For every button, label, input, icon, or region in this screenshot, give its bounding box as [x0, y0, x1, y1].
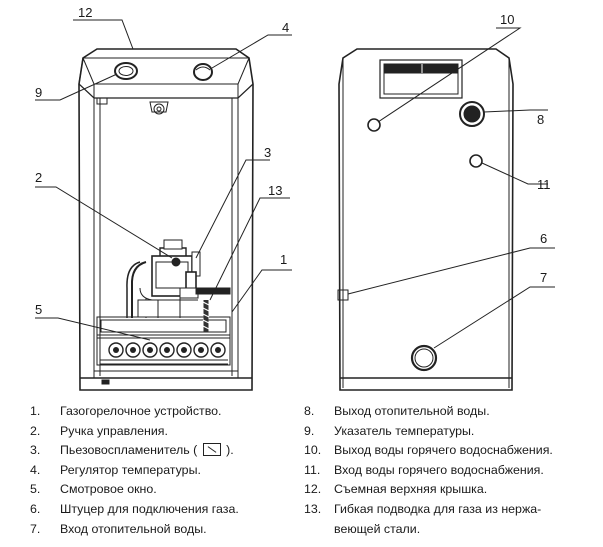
callout-3: 3 — [264, 145, 271, 160]
piezo-button-icon — [202, 443, 221, 457]
legend-text: Съемная верхняя крышка. — [334, 482, 488, 497]
legend-item-3: 3. Пьезовоспламенитель ( ). — [30, 441, 300, 461]
legend-item-2: 2. Ручка управления. — [30, 422, 300, 442]
legend-num: 1. — [30, 404, 41, 418]
legend-text: Вход воды горячего водоснабжения. — [334, 462, 544, 477]
legend-item-1: 1. Газогорелочное устройство. — [30, 402, 300, 422]
legend-text-after: ). — [226, 443, 234, 458]
callout-12: 12 — [78, 5, 92, 20]
legend-text: Пьезовоспламенитель ( — [60, 443, 198, 458]
callout-2: 2 — [35, 170, 42, 185]
legend-item-4: 4. Регулятор температуры. — [30, 461, 300, 481]
back-view — [337, 48, 514, 391]
callout-6: 6 — [540, 231, 547, 246]
legend-text: Выход воды горячего водоснабжения. — [334, 443, 553, 458]
legend-item-5: 5. Смотровое окно. — [30, 480, 300, 500]
legend-text: Штуцер для подключения газа. — [60, 501, 239, 516]
legend-text: Гибкая подводка для газа из нержа- — [334, 501, 542, 516]
legend-text: Выход отопительной воды. — [334, 404, 490, 418]
callout-7: 7 — [540, 270, 547, 285]
legend-text: Ручка управления. — [60, 423, 168, 438]
legend-text: Указатель температуры. — [334, 423, 475, 438]
legend-right: 8. Выход отопительной воды. 9. Указатель… — [304, 402, 599, 539]
legend-num: 12. — [304, 482, 322, 497]
legend-num: 5. — [30, 482, 41, 497]
legend-text-cont: веющей стали. — [334, 521, 421, 536]
back-callout-lines — [347, 27, 555, 349]
legend-item-10: 10. Выход воды горячего водоснабжения. — [304, 441, 599, 461]
legend-num: 8. — [304, 404, 315, 418]
legend-text: Газогорелочное устройство. — [60, 404, 222, 418]
callout-9: 9 — [35, 85, 42, 100]
legend-num: 9. — [304, 423, 315, 438]
front-callout-lines — [35, 19, 292, 341]
legend-left: 1. Газогорелочное устройство. 2. Ручка у… — [30, 402, 300, 539]
legend-text: Регулятор температуры. — [60, 462, 201, 477]
legend-item-9: 9. Указатель температуры. — [304, 422, 599, 442]
legend-item-7: 7. Вход отопительной воды. — [30, 520, 300, 540]
legend-num: 11. — [304, 462, 321, 477]
front-view — [78, 48, 254, 391]
legend-num: 4. — [30, 462, 41, 477]
legend-num: 3. — [30, 443, 41, 458]
legend-num: 6. — [30, 501, 41, 516]
legend-num: 7. — [30, 521, 41, 536]
callout-13: 13 — [268, 183, 282, 198]
callout-5: 5 — [35, 302, 42, 317]
legend-item-12: 12. Съемная верхняя крышка. — [304, 480, 599, 500]
legend-text: Смотровое окно. — [60, 482, 157, 497]
callout-10: 10 — [500, 12, 514, 27]
boiler-diagram: 12 4 9 3 2 13 1 5 10 8 11 6 7 — [35, 5, 555, 391]
legend-item-8: 8. Выход отопительной воды. — [304, 402, 599, 422]
legend-num: 10. — [304, 443, 322, 458]
legend-item-6: 6. Штуцер для подключения газа. — [30, 500, 300, 520]
callout-11: 11 — [537, 177, 551, 192]
legend-text: Вход отопительной воды. — [60, 521, 207, 536]
legend-item-11: 11. Вход воды горячего водоснабжения. — [304, 461, 599, 481]
legend-item-13: 13. Гибкая подводка для газа из нержа- в… — [304, 500, 599, 539]
callout-4: 4 — [282, 20, 289, 35]
callout-1: 1 — [280, 252, 287, 267]
legend-num: 2. — [30, 423, 41, 438]
callout-8: 8 — [537, 112, 544, 127]
legend-num: 13. — [304, 501, 322, 516]
